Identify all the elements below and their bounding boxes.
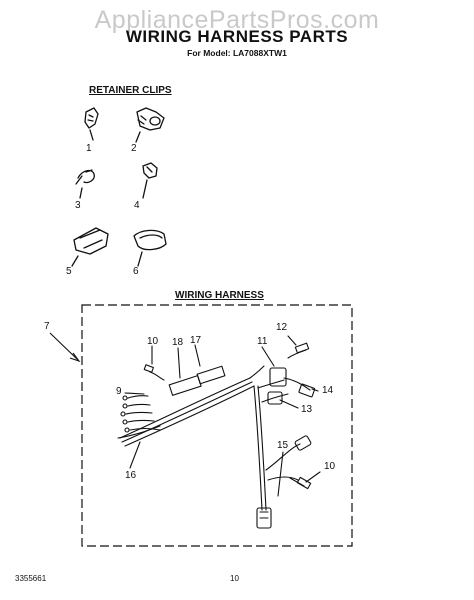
retainer-clip-1-drawing <box>84 107 99 141</box>
harness-frame <box>81 304 353 547</box>
retainer-clips-heading: RETAINER CLIPS <box>89 85 172 96</box>
page-number: 10 <box>230 574 239 583</box>
callout-9: 9 <box>116 386 122 397</box>
document-number: 3355661 <box>15 574 47 583</box>
callout-18: 18 <box>172 337 184 348</box>
callout-15: 15 <box>277 440 289 451</box>
model-subtitle: For Model: LA7088XTW1 <box>187 48 287 58</box>
callout-1: 1 <box>86 143 92 154</box>
wiring-harness-drawing <box>117 335 321 529</box>
page-title: WIRING HARNESS PARTS <box>125 27 349 46</box>
retainer-clip-2-drawing <box>135 107 165 143</box>
callout-17: 17 <box>190 335 202 346</box>
retainer-clip-3-drawing <box>75 169 95 199</box>
callout-7: 7 <box>44 321 50 332</box>
callout-10-top: 10 <box>147 336 159 347</box>
callout-11: 11 <box>257 336 268 347</box>
callout-5: 5 <box>66 266 72 277</box>
callout-12: 12 <box>276 322 288 333</box>
callout-4: 4 <box>134 200 140 211</box>
callout-3: 3 <box>75 200 81 211</box>
callout-14: 14 <box>322 385 334 396</box>
retainer-clip-4-drawing <box>142 162 158 199</box>
callout-13: 13 <box>301 404 313 415</box>
leader-7 <box>49 332 79 361</box>
callout-6: 6 <box>133 266 139 277</box>
retainer-clip-5-drawing <box>71 227 109 267</box>
callout-2: 2 <box>131 143 137 154</box>
callout-10-bottom: 10 <box>324 461 336 472</box>
watermark: AppliancePartsPros.com <box>94 6 380 34</box>
callout-16: 16 <box>125 470 137 481</box>
wiring-harness-heading: WIRING HARNESS <box>175 290 264 301</box>
retainer-clip-6-drawing <box>133 229 167 267</box>
